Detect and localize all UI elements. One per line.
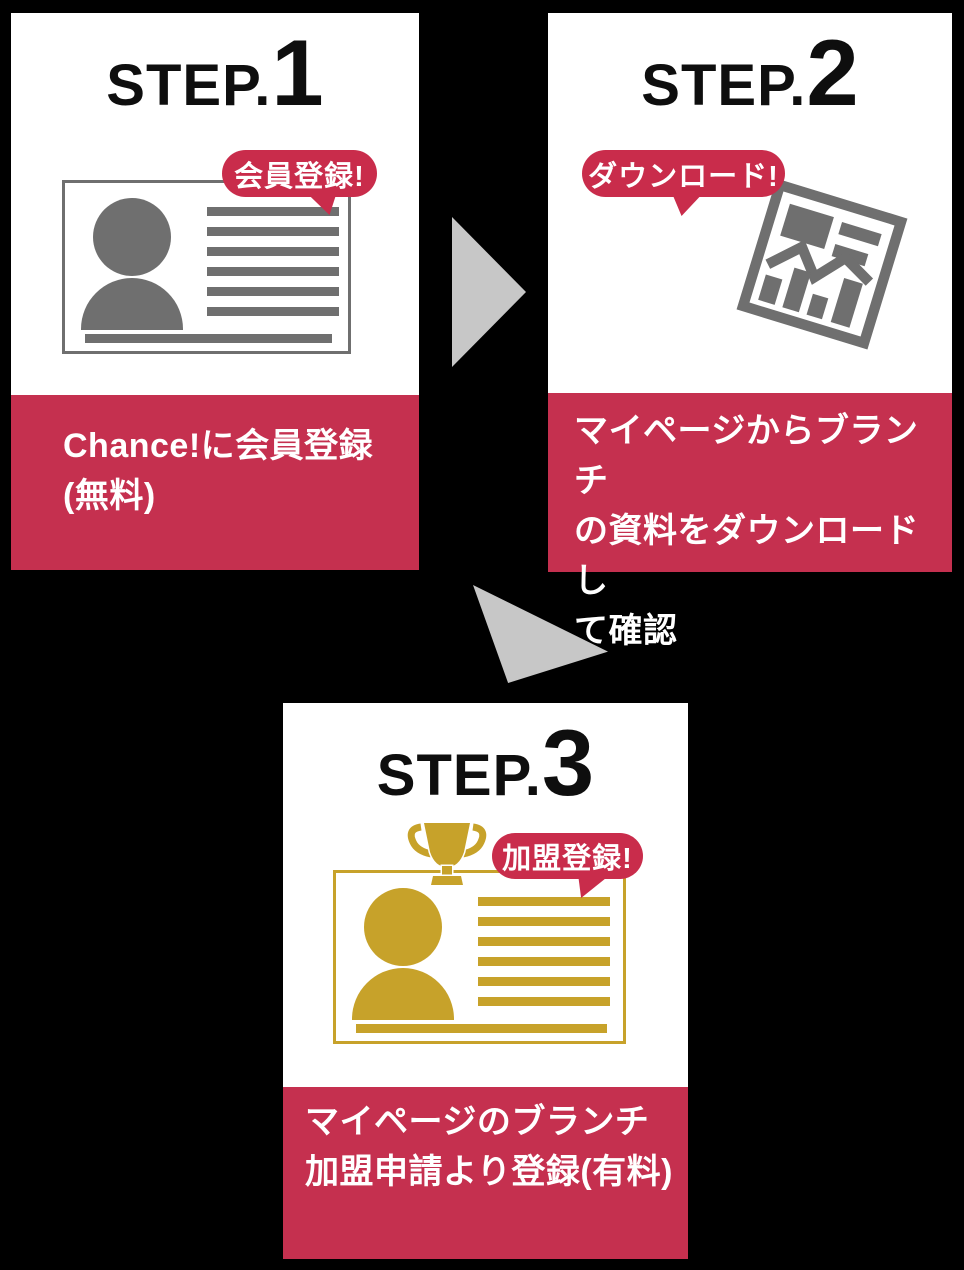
id-card-line	[478, 957, 610, 966]
id-card-person-icon-gold	[333, 870, 626, 1044]
id-card-line	[478, 977, 610, 986]
caption-line: の資料をダウンロードし	[574, 512, 919, 600]
id-card-line	[207, 227, 339, 236]
step-number: 1	[271, 20, 324, 125]
id-card-line	[207, 207, 339, 216]
step-1-title: STEP.1	[11, 19, 419, 131]
step-3-title: STEP.3	[283, 709, 688, 821]
id-card-line	[478, 997, 610, 1006]
triangle-arrow-right-icon	[452, 217, 526, 367]
id-card-person-icon	[62, 180, 351, 354]
id-card-line	[207, 307, 339, 316]
speech-bubble-step-3: 加盟登録!	[492, 833, 643, 898]
step-2-caption: マイページからブランチ の資料をダウンロードし て確認	[548, 393, 952, 650]
report-chart-document-icon	[736, 178, 908, 350]
person-head-shape	[364, 888, 442, 966]
id-card-long-line	[356, 1024, 607, 1033]
step-1-card: STEP.1 会員登録! Chance!に会員登録 (無料)	[11, 13, 419, 570]
caption-line: マイページのブランチ	[305, 1103, 650, 1141]
id-card-line	[207, 287, 339, 296]
step-label: STEP.	[641, 53, 807, 118]
step-3-card: STEP.3 加盟登録! マイページのブランチ 加盟申請より登録(	[283, 703, 688, 1259]
bubble-tail	[672, 195, 702, 216]
step-label: STEP.	[106, 53, 272, 118]
step-label: STEP.	[376, 743, 542, 808]
id-card-line	[478, 917, 610, 926]
bubble-text: 加盟登録!	[502, 843, 633, 875]
person-head-shape	[93, 198, 171, 276]
bubble-text: 会員登録!	[234, 160, 365, 193]
step-2-card: STEP.2 ダウンロード! マイページからブランチ の資料をダウンロードし て…	[548, 13, 952, 650]
step-number: 2	[806, 20, 859, 125]
step-1-caption: Chance!に会員登録 (無料)	[11, 395, 419, 570]
id-card-line	[478, 937, 610, 946]
caption-line: 加盟申請より登録(有料)	[305, 1153, 673, 1191]
speech-bubble-step-2: ダウンロード!	[582, 150, 785, 216]
id-card-line	[207, 247, 339, 256]
caption-line: Chance!に会員登録	[63, 427, 374, 465]
person-torso-shape	[81, 278, 183, 330]
step-number: 3	[541, 710, 595, 815]
id-card-long-line	[85, 334, 332, 343]
caption-line: マイページからブランチ	[574, 412, 919, 500]
step-3-caption: マイページのブランチ 加盟申請より登録(有料)	[283, 1087, 688, 1259]
step-2-title: STEP.2	[548, 19, 952, 131]
caption-line: (無料)	[63, 477, 156, 515]
bubble-text: ダウンロード!	[588, 160, 779, 193]
trophy-icon	[407, 821, 487, 887]
caption-line: て確認	[574, 612, 678, 650]
id-card-line	[478, 897, 610, 906]
person-torso-shape	[352, 968, 454, 1020]
id-card-line	[207, 267, 339, 276]
speech-bubble-step-1: 会員登録!	[222, 150, 377, 215]
